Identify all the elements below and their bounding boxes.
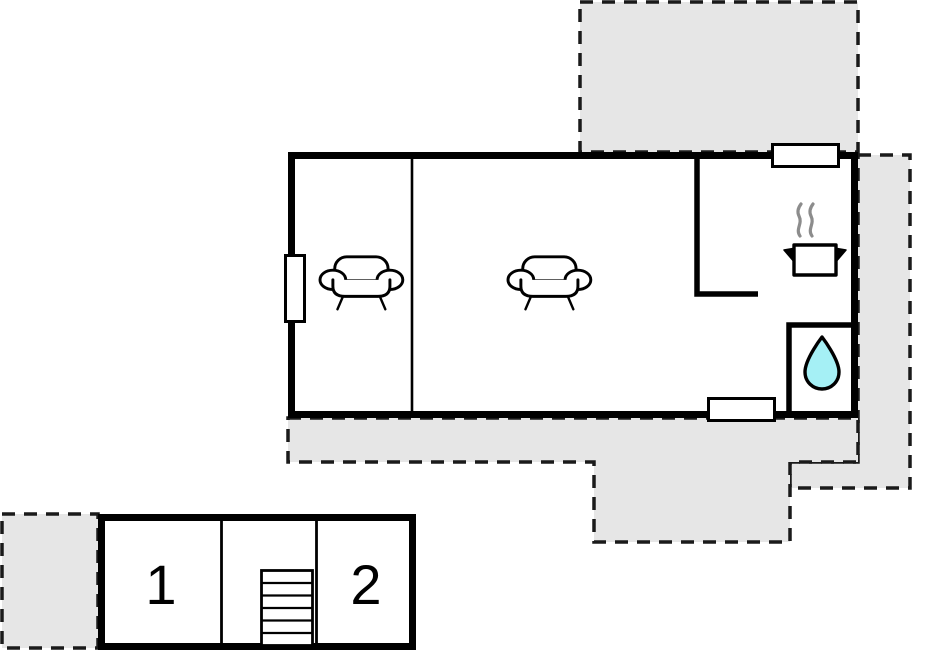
exterior-wall-outline: [288, 152, 858, 418]
window-group-upper: [284, 143, 840, 422]
terrace-north: [578, 0, 860, 154]
window-north: [771, 143, 840, 168]
steam-icon: [796, 202, 803, 238]
lower-level-walls: [98, 514, 416, 650]
upper-level-walls: [288, 152, 858, 418]
terrace-group-upper: [286, 0, 912, 544]
partition-bathroom-wall: [786, 322, 855, 414]
partition-kitchen-wall: [694, 155, 758, 297]
room-number-2: 2: [350, 553, 381, 616]
lower-level-floor: [98, 514, 416, 650]
upper-level-partitions: [410, 155, 855, 415]
sofa-icon: [318, 255, 405, 311]
staircase-icon: [260, 569, 314, 647]
terrace-lower-west: [0, 512, 100, 650]
window-west: [284, 254, 306, 323]
terrace-south: [286, 416, 860, 544]
terrace-group-lower: [0, 512, 100, 650]
water-drop-icon: [803, 335, 841, 391]
cooking-pot-icon: [783, 202, 847, 277]
sofa-icon: [506, 255, 593, 311]
window-south: [707, 397, 776, 422]
exterior-wall-outline-lower: [98, 514, 416, 650]
room-number-1: 1: [145, 553, 176, 616]
steam-icon: [808, 202, 815, 238]
